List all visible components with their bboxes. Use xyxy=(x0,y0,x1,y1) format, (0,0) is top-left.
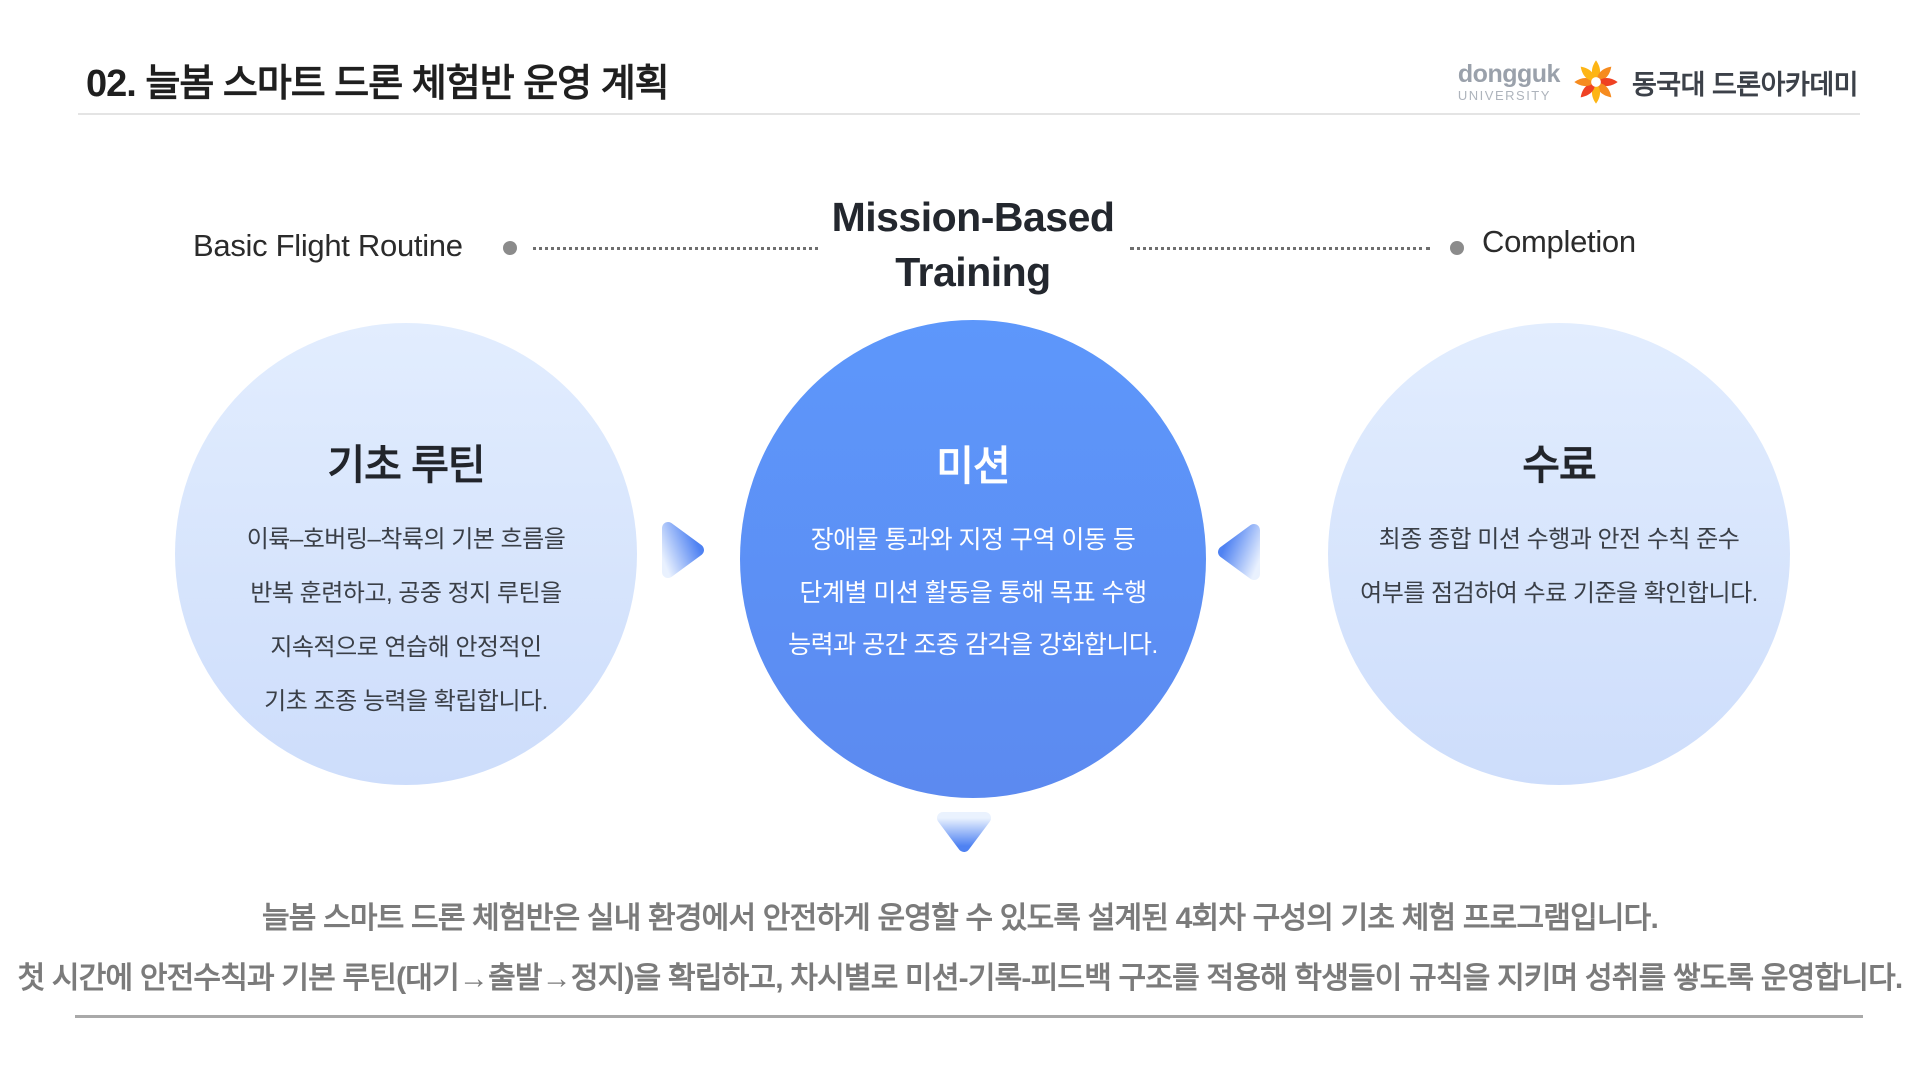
basic-routine-circle: 기초 루틴 이륙–호버링–착륙의 기본 흐름을 반복 훈련하고, 공중 정지 루… xyxy=(175,323,637,785)
description-line: 이륙–호버링–착륙의 기본 흐름을 xyxy=(246,526,566,553)
description-line: 최종 종합 미션 수행과 안전 수칙 준수 xyxy=(1378,526,1740,553)
center-heading-line2: Training xyxy=(895,248,1051,295)
dongguk-academy-logo: dongguk UNIVERSITY 동국대 드론아카데미 xyxy=(1457,56,1859,108)
footer-summary-line1: 늘봄 스마트 드론 체험반은 실내 환경에서 안전하게 운영할 수 있도록 설계… xyxy=(261,902,1659,935)
header-divider xyxy=(78,113,1860,115)
description-line: 능력과 공간 조종 감각을 강화합니다. xyxy=(788,631,1158,659)
logo-academy-name: 동국대 드론아카데미 xyxy=(1631,69,1859,100)
arrow-down-icon xyxy=(937,812,991,852)
description-line: 반복 훈련하고, 공중 정지 루틴을 xyxy=(250,580,562,607)
mission-description: 장애물 통과와 지정 구역 이동 등 단계별 미션 활동을 통해 목표 수행 능… xyxy=(788,514,1158,672)
dotted-connector-right xyxy=(1130,247,1430,250)
timeline-dot-icon xyxy=(1450,241,1464,255)
page-title: 02. 늘봄 스마트 드론 체험반 운영 계획 xyxy=(86,63,670,105)
logo-brand-bottom: UNIVERSITY xyxy=(1457,88,1551,103)
timeline-dot-icon xyxy=(503,241,517,255)
footer-summary-line2: 첫 시간에 안전수칙과 기본 루틴(대기→출발→정지)을 확립하고, 차시별로 … xyxy=(17,962,1904,995)
arrow-right-icon xyxy=(662,522,704,578)
stage-label-completion: Completion xyxy=(1482,224,1636,259)
completion-title: 수료 xyxy=(1522,442,1596,488)
arrow-left-icon xyxy=(1218,524,1260,580)
basic-routine-description: 이륙–호버링–착륙의 기본 흐름을 반복 훈련하고, 공중 정지 루틴을 지속적… xyxy=(247,513,566,729)
footer-divider xyxy=(75,1015,1863,1018)
stage-label-basic-flight-routine: Basic Flight Routine xyxy=(193,228,463,263)
lotus-flower-icon xyxy=(1574,60,1618,104)
mission-circle: 미션 장애물 통과와 지정 구역 이동 등 단계별 미션 활동을 통해 목표 수… xyxy=(740,320,1206,798)
logo-brand-top: dongguk xyxy=(1457,60,1561,88)
completion-circle: 수료 최종 종합 미션 수행과 안전 수칙 준수 여부를 점검하여 수료 기준을… xyxy=(1328,323,1790,785)
completion-description: 최종 종합 미션 수행과 안전 수칙 준수 여부를 점검하여 수료 기준을 확인… xyxy=(1360,513,1758,621)
description-line: 기초 조종 능력을 확립합니다. xyxy=(264,688,548,715)
description-line: 단계별 미션 활동을 통해 목표 수행 xyxy=(799,578,1147,607)
dongguk-wordmark: dongguk UNIVERSITY xyxy=(1457,60,1561,103)
basic-routine-title: 기초 루틴 xyxy=(327,442,485,488)
mission-title: 미션 xyxy=(936,443,1010,489)
stage-label-mission-based-training: Mission-Based Training xyxy=(763,190,1183,300)
description-line: 지속적으로 연습해 안정적인 xyxy=(270,634,542,661)
dotted-connector-left xyxy=(533,247,818,250)
description-line: 장애물 통과와 지정 구역 이동 등 xyxy=(810,526,1136,554)
center-heading-line1: Mission-Based xyxy=(831,194,1115,240)
description-line: 여부를 점검하여 수료 기준을 확인합니다. xyxy=(1360,580,1758,607)
